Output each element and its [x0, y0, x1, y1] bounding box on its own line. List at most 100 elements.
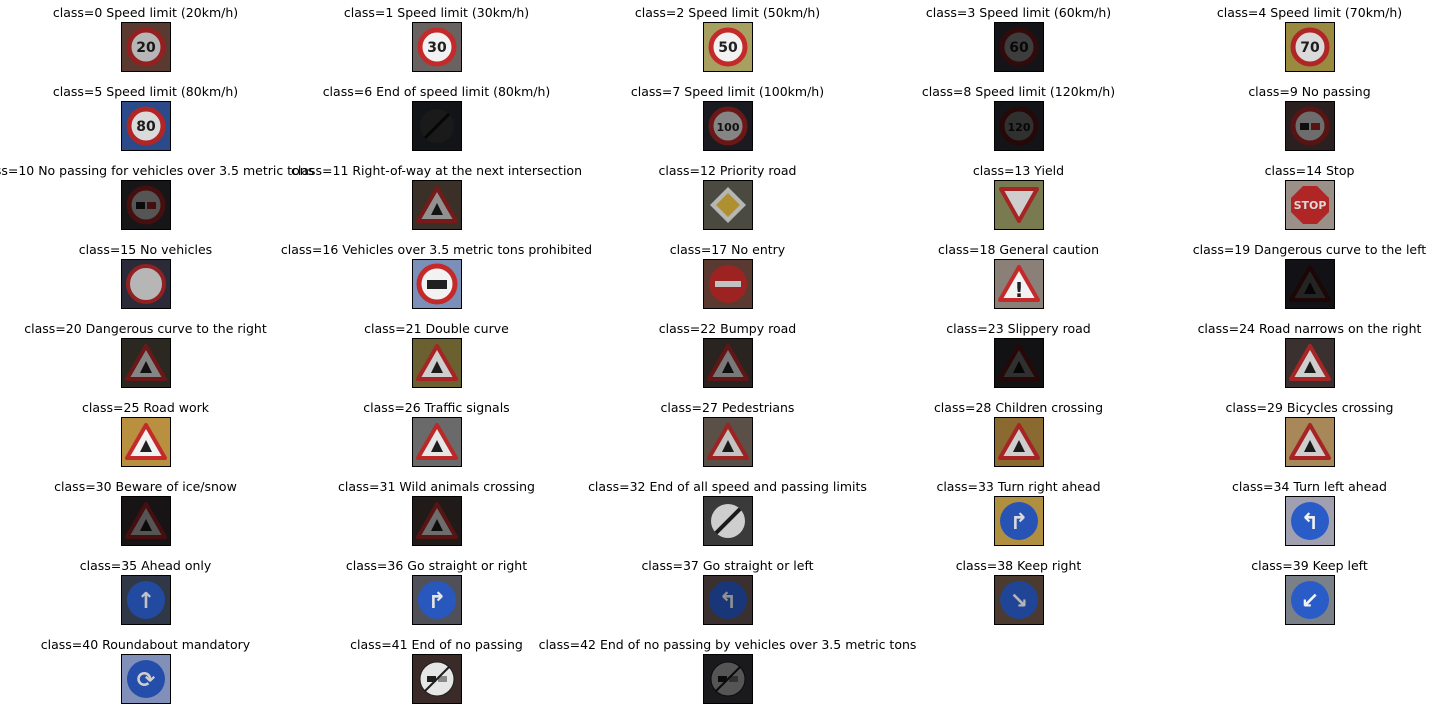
panel-title: class=20 Dangerous curve to the right	[24, 321, 267, 336]
svg-text:!: !	[1014, 278, 1023, 302]
sign-panel: class=5 Speed limit (80km/h)80	[0, 79, 291, 158]
sign-panel: class=11 Right-of-way at the next inters…	[291, 158, 582, 237]
sign-panel: class=15 No vehicles	[0, 237, 291, 316]
svg-text:↱: ↱	[427, 589, 445, 614]
sign-thumbnail	[412, 181, 461, 229]
sign-thumbnail: STOP	[1285, 181, 1334, 229]
sign-image	[702, 496, 753, 546]
sign-panel: class=6 End of speed limit (80km/h)	[291, 79, 582, 158]
sign-image: ↙	[1284, 575, 1335, 625]
sign-thumbnail: ⟳	[121, 655, 170, 703]
sign-thumbnail: 100	[703, 102, 752, 150]
sign-thumbnail	[412, 102, 461, 150]
panel-title: class=17 No entry	[669, 242, 786, 257]
sign-panel: class=10 No passing for vehicles over 3.…	[0, 158, 314, 237]
sign-image	[411, 180, 462, 230]
sign-image	[1284, 101, 1335, 151]
sign-panel: class=23 Slippery road	[873, 316, 1164, 395]
sign-panel: class=25 Road work	[0, 395, 291, 474]
svg-text:80: 80	[136, 119, 156, 135]
panel-title: class=2 Speed limit (50km/h)	[634, 5, 821, 20]
panel-title: class=12 Priority road	[658, 163, 797, 178]
sign-panel: class=32 End of all speed and passing li…	[582, 474, 873, 553]
panel-title: class=14 Stop	[1264, 163, 1355, 178]
sign-panel: class=20 Dangerous curve to the right	[0, 316, 291, 395]
sign-thumbnail	[703, 339, 752, 387]
sign-panel: class=3 Speed limit (60km/h)60	[873, 0, 1164, 79]
sign-thumbnail	[121, 497, 170, 545]
sign-image	[702, 338, 753, 388]
sign-panel: class=33 Turn right ahead↱	[873, 474, 1164, 553]
svg-text:20: 20	[136, 40, 156, 56]
sign-image: !	[993, 259, 1044, 309]
panel-title: class=4 Speed limit (70km/h)	[1216, 5, 1403, 20]
sign-thumbnail: !	[994, 260, 1043, 308]
sign-thumbnail	[703, 260, 752, 308]
panel-title: class=18 General caution	[937, 242, 1100, 257]
sign-image	[993, 417, 1044, 467]
sign-thumbnail	[412, 497, 461, 545]
panel-title: class=23 Slippery road	[946, 321, 1091, 336]
sign-panel: class=17 No entry	[582, 237, 873, 316]
sign-image: ↘	[993, 575, 1044, 625]
sign-image	[411, 101, 462, 151]
sign-image	[1284, 417, 1335, 467]
sign-image	[411, 417, 462, 467]
panel-title: class=8 Speed limit (120km/h)	[921, 84, 1116, 99]
sign-panel: class=13 Yield	[873, 158, 1164, 237]
sign-thumbnail: ↑	[121, 576, 170, 624]
panel-title: class=1 Speed limit (30km/h)	[343, 5, 530, 20]
svg-text:30: 30	[427, 40, 447, 56]
sign-panel: class=36 Go straight or right↱	[291, 553, 582, 632]
sign-thumbnail	[121, 339, 170, 387]
panel-title: class=13 Yield	[972, 163, 1065, 178]
sign-image	[702, 654, 753, 704]
panel-title: class=40 Roundabout mandatory	[40, 637, 251, 652]
svg-text:100: 100	[716, 121, 739, 134]
sign-thumbnail: ↘	[994, 576, 1043, 624]
sign-image: ↱	[993, 496, 1044, 546]
panel-title: class=37 Go straight or left	[641, 558, 814, 573]
sign-thumbnail	[121, 260, 170, 308]
sign-thumbnail	[412, 418, 461, 466]
sign-panel: class=37 Go straight or left ↰	[582, 553, 873, 632]
sign-image: 30	[411, 22, 462, 72]
sign-image	[702, 417, 753, 467]
sign-thumbnail: ↰	[1285, 497, 1334, 545]
sign-image: ↰	[702, 575, 753, 625]
svg-text:70: 70	[1300, 40, 1320, 56]
sign-image: STOP	[1284, 180, 1335, 230]
sign-image	[120, 417, 171, 467]
sign-panel: class=42 End of no passing by vehicles o…	[539, 632, 916, 711]
sign-panel: class=24 Road narrows on the right	[1164, 316, 1455, 395]
panel-title: class=35 Ahead only	[79, 558, 212, 573]
sign-panel: class=18 General caution!	[873, 237, 1164, 316]
sign-thumbnail: 70	[1285, 23, 1334, 71]
sign-thumbnail	[412, 655, 461, 703]
sign-thumbnail: 30	[412, 23, 461, 71]
sign-panel: class=27 Pedestrians	[582, 395, 873, 474]
sign-image: ↑	[120, 575, 171, 625]
sign-panel: class=40 Roundabout mandatory ⟳	[0, 632, 291, 711]
sign-image: 120	[993, 101, 1044, 151]
sign-panel: class=19 Dangerous curve to the left	[1164, 237, 1455, 316]
sign-panel: class=31 Wild animals crossing	[291, 474, 582, 553]
sign-panel: class=28 Children crossing	[873, 395, 1164, 474]
sign-thumbnail	[1285, 339, 1334, 387]
panel-title: class=10 No passing for vehicles over 3.…	[0, 163, 315, 178]
panel-title: class=30 Beware of ice/snow	[54, 479, 237, 494]
sign-panel: class=2 Speed limit (50km/h) 50	[582, 0, 873, 79]
sign-image: 50	[702, 22, 753, 72]
sign-image	[120, 180, 171, 230]
sign-image: 100	[702, 101, 753, 151]
sign-thumbnail	[994, 418, 1043, 466]
svg-text:⟳: ⟳	[136, 668, 155, 693]
sign-thumbnail	[1285, 102, 1334, 150]
sign-image	[411, 654, 462, 704]
svg-text:50: 50	[718, 40, 738, 56]
panel-title: class=32 End of all speed and passing li…	[588, 479, 867, 494]
panel-title: class=15 No vehicles	[78, 242, 213, 257]
sign-panel: class=30 Beware of ice/snow	[0, 474, 291, 553]
sign-panel: class=41 End of no passing	[291, 632, 582, 711]
